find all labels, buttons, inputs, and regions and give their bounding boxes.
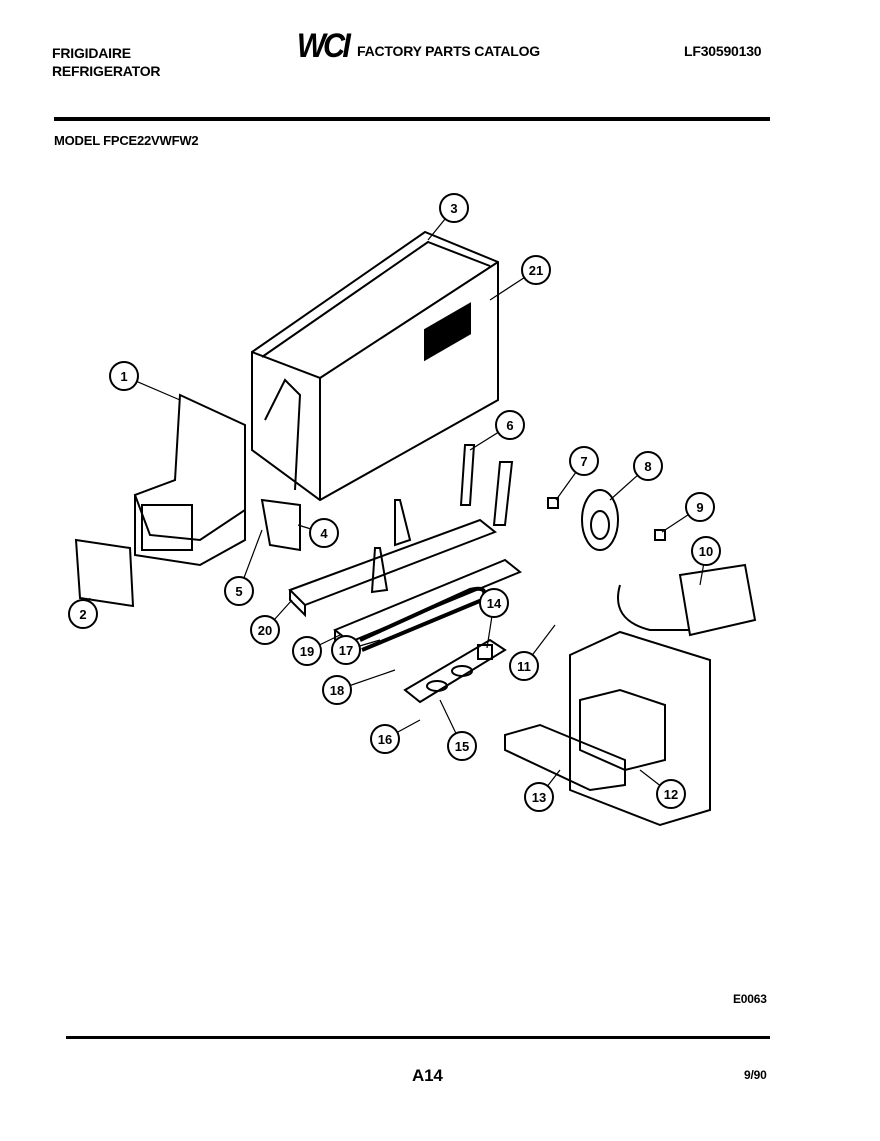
callout-2: 2 xyxy=(68,599,98,629)
callout-circle xyxy=(292,636,322,666)
callout-circle xyxy=(250,615,280,645)
callout-label: 8 xyxy=(644,459,651,474)
callout-13: 13 xyxy=(524,782,554,812)
callout-label: 10 xyxy=(699,544,713,559)
callout-4: 4 xyxy=(309,518,339,548)
callout-label: 13 xyxy=(532,790,546,805)
callout-1: 1 xyxy=(109,361,139,391)
callout-circle xyxy=(68,599,98,629)
motor-assembly xyxy=(678,563,757,637)
callout-label: 9 xyxy=(696,500,703,515)
auger-rail-upper xyxy=(288,518,497,618)
callout-label: 17 xyxy=(339,643,353,658)
callout-6: 6 xyxy=(495,410,525,440)
callout-label: 19 xyxy=(300,644,314,659)
callout-circle xyxy=(322,675,352,705)
callout-7: 7 xyxy=(569,446,599,476)
callout-circle xyxy=(521,255,551,285)
callout-circle xyxy=(509,651,539,681)
callout-20: 20 xyxy=(250,615,280,645)
strut-right xyxy=(492,461,514,526)
catalog-title: FACTORY PARTS CATALOG xyxy=(357,43,540,59)
callout-12: 12 xyxy=(656,779,686,809)
callout-label: 20 xyxy=(258,623,272,638)
callout-15: 15 xyxy=(447,731,477,761)
wci-logo: WCI xyxy=(296,27,351,65)
callout-label: 14 xyxy=(487,596,502,611)
drive-gear-hub xyxy=(590,510,610,540)
brand-line-2: REFRIGERATOR xyxy=(52,63,161,79)
header-divider xyxy=(54,117,770,121)
callout-label: 16 xyxy=(378,732,392,747)
rail-fin xyxy=(370,499,412,594)
callout-circle xyxy=(447,731,477,761)
callout-8: 8 xyxy=(633,451,663,481)
chute-cover xyxy=(74,538,135,608)
callout-circle xyxy=(691,536,721,566)
callout-label: 15 xyxy=(455,739,469,754)
gasket xyxy=(504,723,626,792)
callout-label: 18 xyxy=(330,683,344,698)
callout-label: 2 xyxy=(79,607,86,622)
callout-19: 19 xyxy=(292,636,322,666)
ice-bucket xyxy=(251,230,499,502)
brand-line-1: FRIGIDAIRE xyxy=(52,45,131,61)
plate-hole xyxy=(426,680,448,692)
callout-10: 10 xyxy=(691,536,721,566)
motor-housing xyxy=(569,630,711,827)
callout-label: 12 xyxy=(664,787,678,802)
callout-circle xyxy=(309,518,339,548)
page-number: A14 xyxy=(412,1066,443,1085)
callout-circle xyxy=(224,576,254,606)
callout-3: 3 xyxy=(439,193,469,223)
motor-cover xyxy=(579,688,666,772)
callout-circle xyxy=(439,193,469,223)
callout-label: 5 xyxy=(235,584,242,599)
callout-16: 16 xyxy=(370,724,400,754)
callout-circle xyxy=(524,782,554,812)
motor-wire xyxy=(617,584,690,631)
callout-label: 21 xyxy=(529,263,543,278)
callout-circle xyxy=(633,451,663,481)
callout-14: 14 xyxy=(479,588,509,618)
footer-divider xyxy=(66,1036,770,1039)
callout-circle xyxy=(656,779,686,809)
drawing-code: E0063 xyxy=(733,992,767,1006)
washer xyxy=(654,529,666,541)
callout-5: 5 xyxy=(224,576,254,606)
catalog-number: LF30590130 xyxy=(684,43,762,59)
callout-circle xyxy=(569,446,599,476)
callout-17: 17 xyxy=(331,635,361,665)
callout-circle xyxy=(685,492,715,522)
callout-label: 4 xyxy=(320,526,328,541)
callout-18: 18 xyxy=(322,675,352,705)
callout-circle xyxy=(370,724,400,754)
revision-date: 9/90 xyxy=(744,1068,767,1082)
callout-9: 9 xyxy=(685,492,715,522)
callout-circle xyxy=(331,635,361,665)
motor-bracket xyxy=(260,498,301,552)
callout-circle xyxy=(479,588,509,618)
strut-left xyxy=(459,444,476,506)
callout-21: 21 xyxy=(521,255,551,285)
drive-gear xyxy=(581,489,619,551)
callout-circle xyxy=(109,361,139,391)
callout-label: 7 xyxy=(580,454,587,469)
ice-chute xyxy=(133,393,246,567)
callout-label: 3 xyxy=(450,201,457,216)
hex-nut xyxy=(547,497,559,509)
callout-label: 11 xyxy=(517,659,531,674)
mounting-plate xyxy=(403,638,507,704)
callout-11: 11 xyxy=(509,651,539,681)
callout-label: 1 xyxy=(120,369,127,384)
callout-circle xyxy=(495,410,525,440)
callout-label: 6 xyxy=(506,418,513,433)
switch-14 xyxy=(477,644,493,660)
plate-hole xyxy=(451,665,473,677)
model-number: MODEL FPCE22VWFW2 xyxy=(54,133,199,148)
